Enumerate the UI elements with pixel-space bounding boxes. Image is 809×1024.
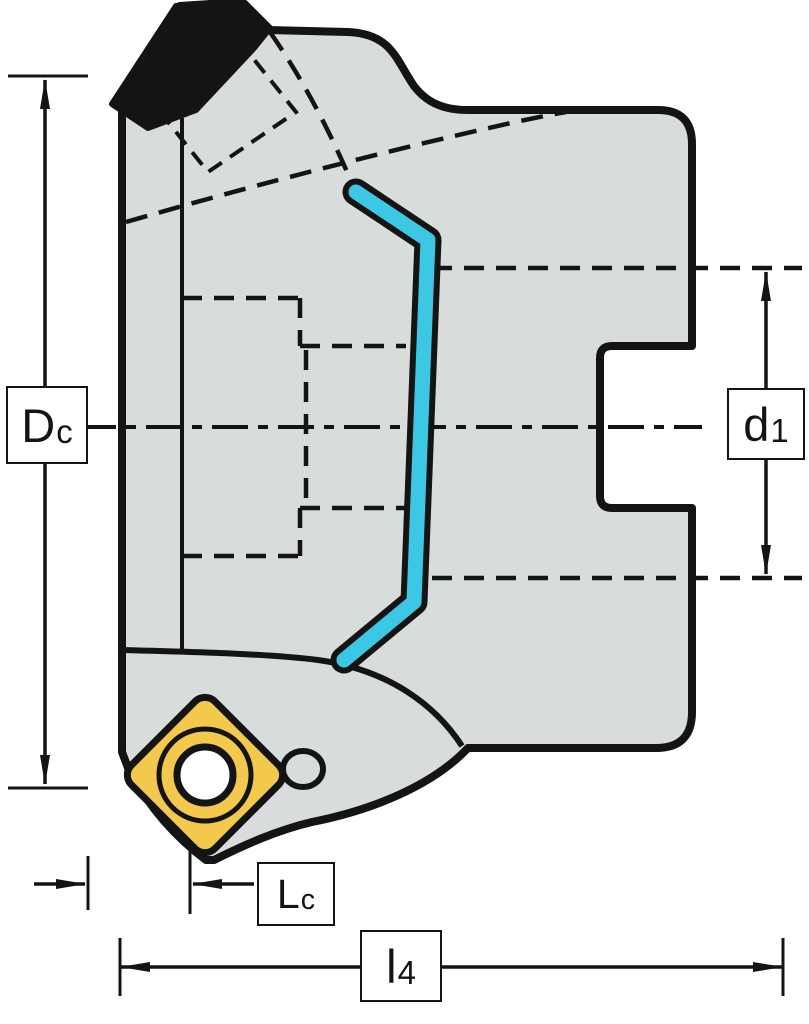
label-l4-sub: 4	[397, 953, 416, 991]
screw-hole	[173, 743, 237, 807]
label-dc-main: D	[21, 398, 56, 452]
dimension-lc	[34, 850, 254, 914]
label-lc-main: L	[276, 870, 300, 917]
label-lc-sub: c	[300, 883, 316, 916]
insert-pocket-edge-line	[121, 647, 465, 748]
hidden-edge-curve	[268, 30, 357, 189]
cutter-body	[118, 0, 696, 864]
hidden-insert-outline	[149, 39, 299, 175]
hidden-flute-curve	[125, 109, 567, 225]
screw-seat-ring	[156, 726, 254, 824]
label-l4-main: l	[386, 939, 397, 993]
side-hole	[280, 748, 326, 790]
label-d1-main: d	[743, 397, 770, 451]
label-d1-sub: 1	[770, 411, 789, 449]
label-dc-sub: c	[56, 412, 73, 450]
cutting-corner-wedge	[109, 0, 273, 131]
dimension-l4	[118, 938, 785, 996]
insert	[123, 693, 287, 857]
highlight-channel	[336, 184, 436, 668]
